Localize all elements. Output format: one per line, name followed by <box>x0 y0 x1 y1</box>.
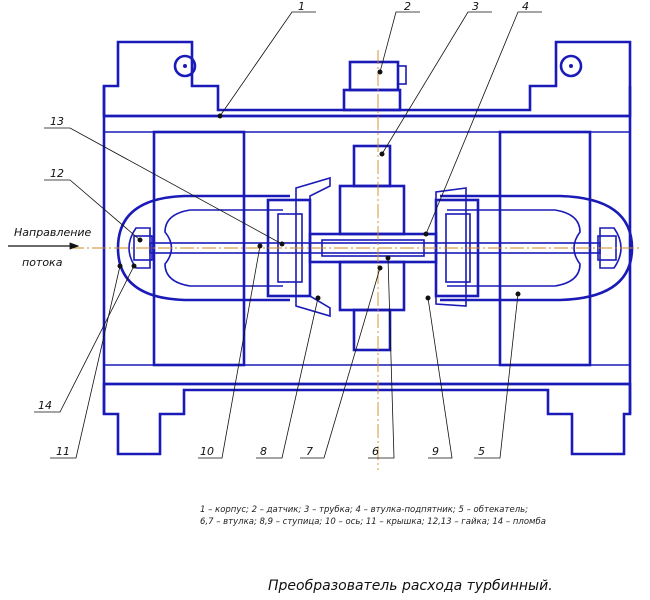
label-7: 7 <box>306 445 313 458</box>
label-4: 4 <box>522 0 529 13</box>
support-struts <box>152 130 592 367</box>
flow-direction-arrow: Направление потока <box>8 226 92 269</box>
legend: 1 – корпус; 2 – датчик; 3 – трубка; 4 – … <box>200 505 546 527</box>
label-1: 1 <box>298 0 305 13</box>
label-5: 5 <box>478 445 485 458</box>
center-axes <box>70 50 640 470</box>
label-10: 10 <box>200 445 214 458</box>
leader-dots <box>117 69 521 301</box>
legend-line-2: 6,7 – втулка; 8,9 – ступица; 10 – ось; 1… <box>200 517 546 527</box>
label-6: 6 <box>372 445 379 458</box>
label-8: 8 <box>260 445 267 458</box>
label-13: 13 <box>50 115 64 128</box>
legend-line-1: 1 – корпус; 2 – датчик; 3 – трубка; 4 – … <box>200 505 528 515</box>
label-9: 9 <box>432 445 439 458</box>
flow-direction-label-2: потока <box>22 256 63 269</box>
label-3: 3 <box>472 0 479 13</box>
part-labels: 1 2 3 4 13 12 14 11 10 8 7 6 9 5 <box>38 0 529 458</box>
drawing-caption: Преобразователь расхода турбинный. <box>268 578 553 594</box>
label-12: 12 <box>50 167 64 180</box>
label-2: 2 <box>404 0 411 13</box>
leader-lines <box>34 11 542 459</box>
label-14: 14 <box>38 399 52 412</box>
label-11: 11 <box>56 445 70 458</box>
flow-direction-label-1: Направление <box>14 226 92 239</box>
